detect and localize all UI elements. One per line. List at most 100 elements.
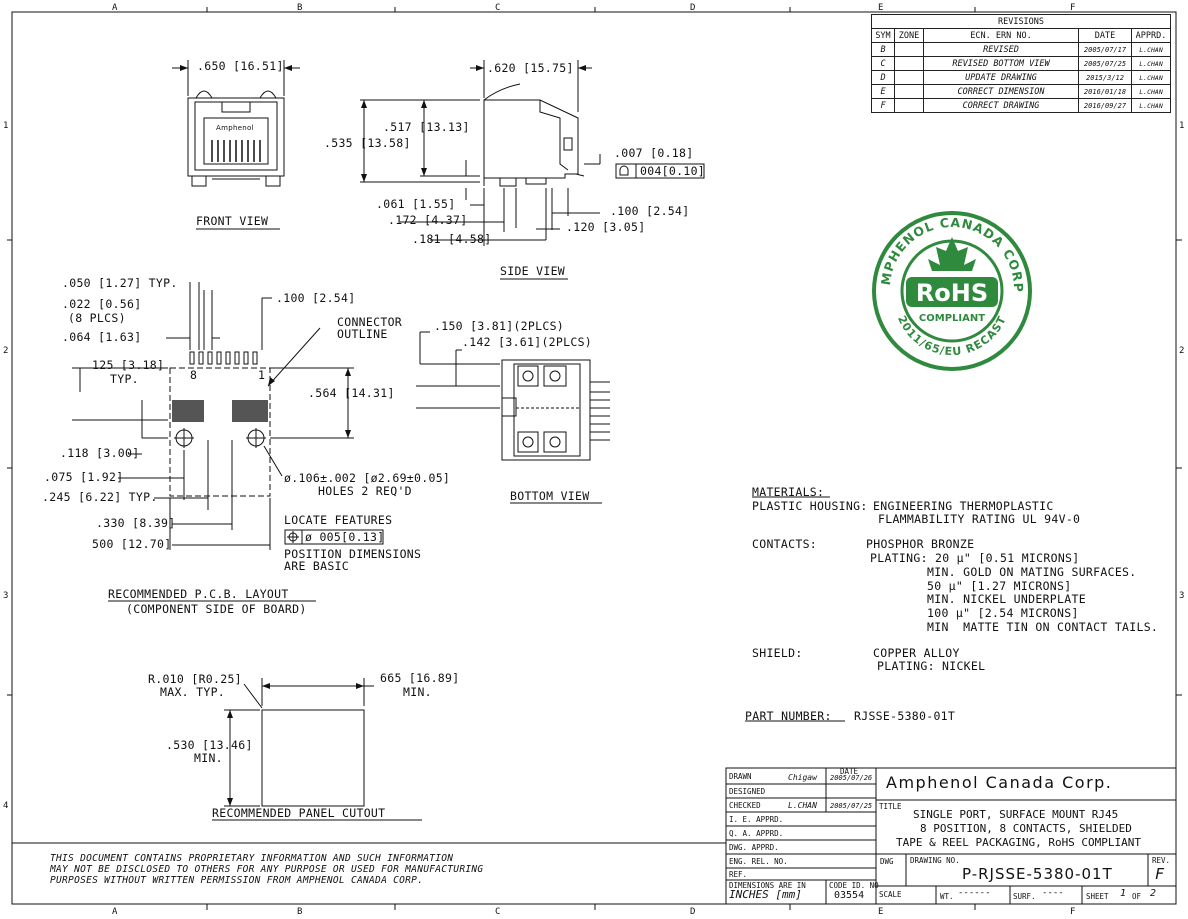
rev-sym: C [871, 56, 895, 71]
rev-apprd: L.CHAN [1131, 84, 1171, 99]
disclaimer-line-2: MAY NOT BE DISCLOSED TO OTHERS FOR ANY P… [50, 864, 484, 875]
materials-contacts-label: CONTACTS: [752, 537, 818, 551]
part-number-value: RJSSE-5380-01T [854, 709, 956, 723]
table-row: B REVISED 2005/07/17 L.CHAN [871, 42, 1171, 57]
grid-row-2: 2 [3, 346, 9, 356]
table-row: F CORRECT DRAWING 2016/09/27 L.CHAN [871, 98, 1171, 113]
pcb-basic-2: ARE BASIC [284, 559, 350, 573]
tb-rev-header: REV. [1152, 856, 1171, 865]
rev-sym: F [871, 98, 895, 113]
rev-zone [894, 84, 924, 99]
grid-col-a: A [112, 3, 118, 13]
side-height-535: .535 [13.58] [324, 136, 411, 150]
side-tol-007: .007 [0.18] [614, 146, 694, 160]
side-dim-181: .181 [4.58] [412, 232, 492, 246]
pcb-layout-label: RECOMMENDED P.C.B. LAYOUT [108, 587, 289, 601]
grid-col-d: D [690, 3, 696, 13]
bottom-view-label: BOTTOM VIEW [510, 489, 590, 503]
tb-eng-rel: ENG. REL. NO. [729, 857, 788, 866]
rev-zone [894, 56, 924, 71]
rev-date: 2016/09/27 [1078, 98, 1132, 113]
rev-apprd: L.CHAN [1131, 42, 1171, 57]
tb-title-1: SINGLE PORT, SURFACE MOUNT RJ45 [913, 808, 1119, 821]
tb-title-3: TAPE & REEL PACKAGING, RoHS COMPLIANT [896, 836, 1142, 849]
grid-col-e: E [878, 3, 884, 13]
tb-dims-in: DIMENSIONS ARE IN [729, 881, 806, 890]
rev-desc: CORRECT DIMENSION [923, 84, 1079, 99]
rev-header-apprd: APPRD. [1131, 28, 1171, 43]
tb-sheet-no: 1 [1120, 888, 1127, 899]
pcb-layout-sublabel: (COMPONENT SIDE OF BOARD) [126, 602, 307, 616]
tb-qa-appr: Q. A. APPRD. [729, 829, 784, 838]
panel-radius-1: R.010 [R0.25] [148, 672, 242, 686]
materials-contacts-5: MIN. NICKEL UNDERPLATE [927, 592, 1086, 606]
panel-height-1: .530 [13.46] [166, 738, 253, 752]
rev-zone [894, 98, 924, 113]
rev-desc: UPDATE DRAWING [923, 70, 1079, 85]
grid-col-b-bottom: B [297, 907, 303, 917]
table-row: E CORRECT DIMENSION 2016/01/18 L.CHAN [871, 84, 1171, 99]
side-dim-120: .120 [3.05] [566, 220, 646, 234]
rev-header-ecn: ECN. ERN NO. [923, 28, 1079, 43]
disclaimer-line-3: PURPOSES WITHOUT WRITTEN PERMISSION FROM… [50, 875, 424, 886]
tb-sheet-total: 2 [1150, 888, 1157, 899]
tb-surf-val: ---- [1042, 888, 1064, 898]
rev-header-date: DATE [1078, 28, 1132, 43]
rev-date: 2005/07/17 [1078, 42, 1132, 57]
stamp-center: RoHS [916, 279, 988, 307]
pcb-hole-2: HOLES 2 REQ'D [318, 484, 412, 498]
tb-checked-date: 2005/07/25 [830, 802, 873, 810]
pcb-basic-1: POSITION DIMENSIONS [284, 547, 422, 561]
rev-desc: REVISED [923, 42, 1079, 57]
tb-of: OF [1132, 892, 1142, 901]
stamp-sub: COMPLIANT [919, 313, 985, 324]
panel-height-2: MIN. [194, 751, 223, 765]
pcb-pin-1: 1 [258, 368, 266, 382]
tb-wt: WT. [940, 892, 954, 901]
pcb-typ: TYP. [110, 372, 139, 386]
rev-desc: REVISED BOTTOM VIEW [923, 56, 1079, 71]
revisions-table: REVISIONS SYM ZONE ECN. ERN NO. DATE APP… [871, 14, 1171, 113]
grid-row-1-right: 1 [1179, 121, 1185, 131]
materials-contacts-3: MIN. GOLD ON MATING SURFACES. [927, 565, 1137, 579]
bottom-dim-150: .150 [3.81](2PLCS) [434, 319, 565, 333]
tb-title-2: 8 POSITION, 8 CONTACTS, SHIELDED [920, 822, 1132, 835]
grid-col-e-bottom: E [878, 907, 884, 917]
tb-drawn-date: 2005/07/26 [830, 774, 873, 782]
bottom-dim-142: .142 [3.61](2PLCS) [462, 335, 593, 349]
pcb-position-tol: ø 005[0.13] [305, 530, 385, 544]
rev-date: 2015/3/12 [1078, 70, 1132, 85]
grid-col-f-bottom: F [1070, 907, 1076, 917]
rohs-stamp: AMPHENOL CANADA CORP. RoHS COMPLIANT 201… [872, 205, 1032, 371]
front-view-label: FRONT VIEW [196, 214, 269, 228]
materials-housing-1: ENGINEERING THERMOPLASTIC [873, 499, 1054, 513]
rev-date: 2005/07/25 [1078, 56, 1132, 71]
materials-contacts-4: 50 µ" [1.27 MICRONS] [927, 579, 1072, 593]
tb-title-header: TITLE [879, 802, 902, 811]
pcb-dim-118: .118 [3.00] [60, 446, 140, 460]
rev-header-zone: ZONE [894, 28, 924, 43]
side-height-517: .517 [13.13] [383, 120, 470, 134]
pcb-dim-075: .075 [1.92] [44, 470, 124, 484]
rev-sym: B [871, 42, 895, 57]
front-width-dim: .650 [16.51] [197, 59, 284, 73]
grid-row-1: 1 [3, 121, 9, 131]
tb-scale: SCALE [879, 890, 902, 899]
table-row: C REVISED BOTTOM VIEW 2005/07/25 L.CHAN [871, 56, 1171, 71]
materials-housing-2: FLAMMABILITY RATING UL 94V-0 [878, 512, 1081, 526]
tb-units: INCHES [mm] [729, 888, 802, 901]
table-row: D UPDATE DRAWING 2015/3/12 L.CHAN [871, 70, 1171, 85]
tb-checked: CHECKED [729, 801, 761, 810]
maple-leaf-icon [928, 237, 976, 271]
rev-apprd: L.CHAN [1131, 70, 1171, 85]
materials-housing-label: PLASTIC HOUSING: [752, 499, 868, 513]
tb-drawn-by: Chigaw [788, 773, 817, 782]
pcb-dim-100: .100 [2.54] [276, 291, 356, 305]
rev-apprd: L.CHAN [1131, 56, 1171, 71]
grid-row-3-right: 3 [1179, 591, 1185, 601]
rev-zone [894, 42, 924, 57]
grid-col-a-bottom: A [112, 907, 118, 917]
tb-dwg-header: DWG [880, 857, 894, 866]
side-dim-061: .061 [1.55] [376, 197, 456, 211]
